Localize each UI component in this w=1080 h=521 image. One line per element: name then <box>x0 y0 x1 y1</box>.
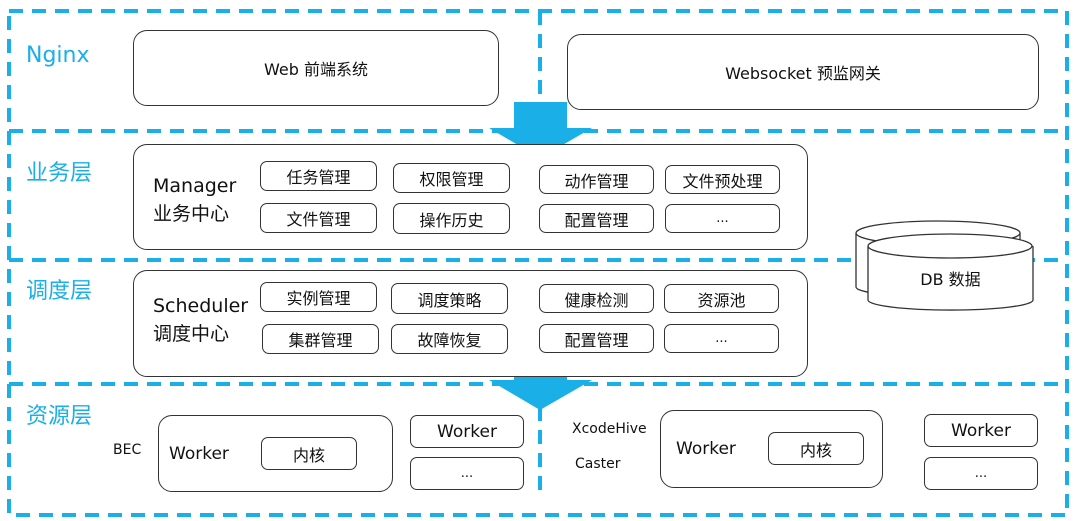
worker-label: Worker <box>676 439 736 459</box>
module-config-management: 配置管理 <box>539 204 654 233</box>
module-more: ... <box>664 324 779 353</box>
manager-title-zh: 业务中心 <box>153 203 230 225</box>
cluster-name-xcodehive: XcodeHive <box>572 421 647 437</box>
module-action-management: 动作管理 <box>539 165 654 194</box>
module-file-management: 文件管理 <box>260 203 377 233</box>
scheduler-title-en: Scheduler <box>153 295 249 317</box>
more-workers-box: ... <box>410 457 524 490</box>
module-more: ... <box>665 204 780 233</box>
layer-label-business: 业务层 <box>26 161 93 186</box>
module-scheduling-strategy: 调度策略 <box>391 283 508 314</box>
layer-label-nginx: Nginx <box>26 43 90 68</box>
module-file-preprocess: 文件预处理 <box>665 165 780 194</box>
scheduler-title-zh: 调度中心 <box>153 323 230 345</box>
module-instance-management: 实例管理 <box>260 282 377 312</box>
module-config-management: 配置管理 <box>539 324 654 353</box>
extra-worker-box: Worker <box>410 415 524 448</box>
module-task-management: 任务管理 <box>260 161 377 191</box>
kernel-box: 内核 <box>261 437 357 470</box>
module-failure-recovery: 故障恢复 <box>391 324 508 354</box>
more-workers-box: ... <box>924 457 1038 490</box>
web-frontend-label: Web 前端系统 <box>264 60 368 79</box>
module-operation-history: 操作历史 <box>393 203 510 234</box>
layer-label-resource: 资源层 <box>26 404 93 429</box>
layer-label-scheduling: 调度层 <box>26 279 93 304</box>
manager-title-en: Manager <box>153 175 237 197</box>
websocket-gateway-box: Websocket 预监网关 <box>567 34 1039 110</box>
web-frontend-box: Web 前端系统 <box>133 30 499 106</box>
websocket-gateway-label: Websocket 预监网关 <box>725 64 881 83</box>
cluster-name-bec: BEC <box>113 442 142 458</box>
database-icon <box>855 220 1034 311</box>
arrow-down-icon <box>489 102 592 158</box>
module-cluster-management: 集群管理 <box>262 324 379 354</box>
cluster-name-caster: Caster <box>575 456 621 472</box>
database-label: DB 数据 <box>920 270 981 289</box>
kernel-box: 内核 <box>768 432 864 465</box>
module-health-check: 健康检测 <box>539 284 654 313</box>
module-permission-management: 权限管理 <box>393 163 510 193</box>
module-resource-pool: 资源池 <box>664 284 779 313</box>
worker-label: Worker <box>169 444 229 464</box>
extra-worker-box: Worker <box>924 414 1038 447</box>
